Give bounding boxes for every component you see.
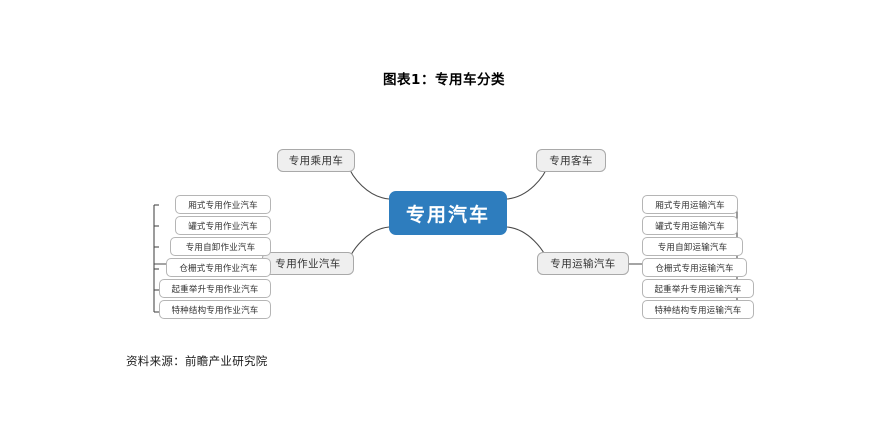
- leaf-node-transport-5[interactable]: 起重举升专用运输汽车: [642, 279, 754, 298]
- leaf-node-work-5[interactable]: 起重举升专用作业汽车: [159, 279, 271, 298]
- leaf-node-transport-1[interactable]: 厢式专用运输汽车: [642, 195, 738, 214]
- branch-node-work[interactable]: 专用作业汽车: [262, 252, 354, 275]
- leaf-column-work: 厢式专用作业汽车 罐式专用作业汽车 专用自卸作业汽车 仓栅式专用作业汽车 起重举…: [159, 195, 271, 321]
- page-title: 图表1：专用车分类: [383, 72, 505, 88]
- leaf-node-work-1[interactable]: 厢式专用作业汽车: [175, 195, 271, 214]
- leaf-node-work-3[interactable]: 专用自卸作业汽车: [170, 237, 271, 256]
- root-node[interactable]: 专用汽车: [389, 191, 507, 235]
- branch-node-transport[interactable]: 专用运输汽车: [537, 252, 629, 275]
- branch-node-bus[interactable]: 专用客车: [536, 149, 606, 172]
- leaf-node-transport-3[interactable]: 专用自卸运输汽车: [642, 237, 743, 256]
- leaf-node-work-6[interactable]: 特种结构专用作业汽车: [159, 300, 271, 319]
- leaf-node-transport-4[interactable]: 仓栅式专用运输汽车: [642, 258, 747, 277]
- leaf-node-transport-6[interactable]: 特种结构专用运输汽车: [642, 300, 754, 319]
- leaf-node-transport-2[interactable]: 罐式专用运输汽车: [642, 216, 738, 235]
- leaf-node-work-4[interactable]: 仓栅式专用作业汽车: [166, 258, 271, 277]
- leaf-node-work-2[interactable]: 罐式专用作业汽车: [175, 216, 271, 235]
- branch-node-passenger[interactable]: 专用乘用车: [277, 149, 355, 172]
- source-note: 资料来源：前瞻产业研究院: [126, 354, 268, 368]
- leaf-column-transport: 厢式专用运输汽车 罐式专用运输汽车 专用自卸运输汽车 仓栅式专用运输汽车 起重举…: [642, 195, 754, 321]
